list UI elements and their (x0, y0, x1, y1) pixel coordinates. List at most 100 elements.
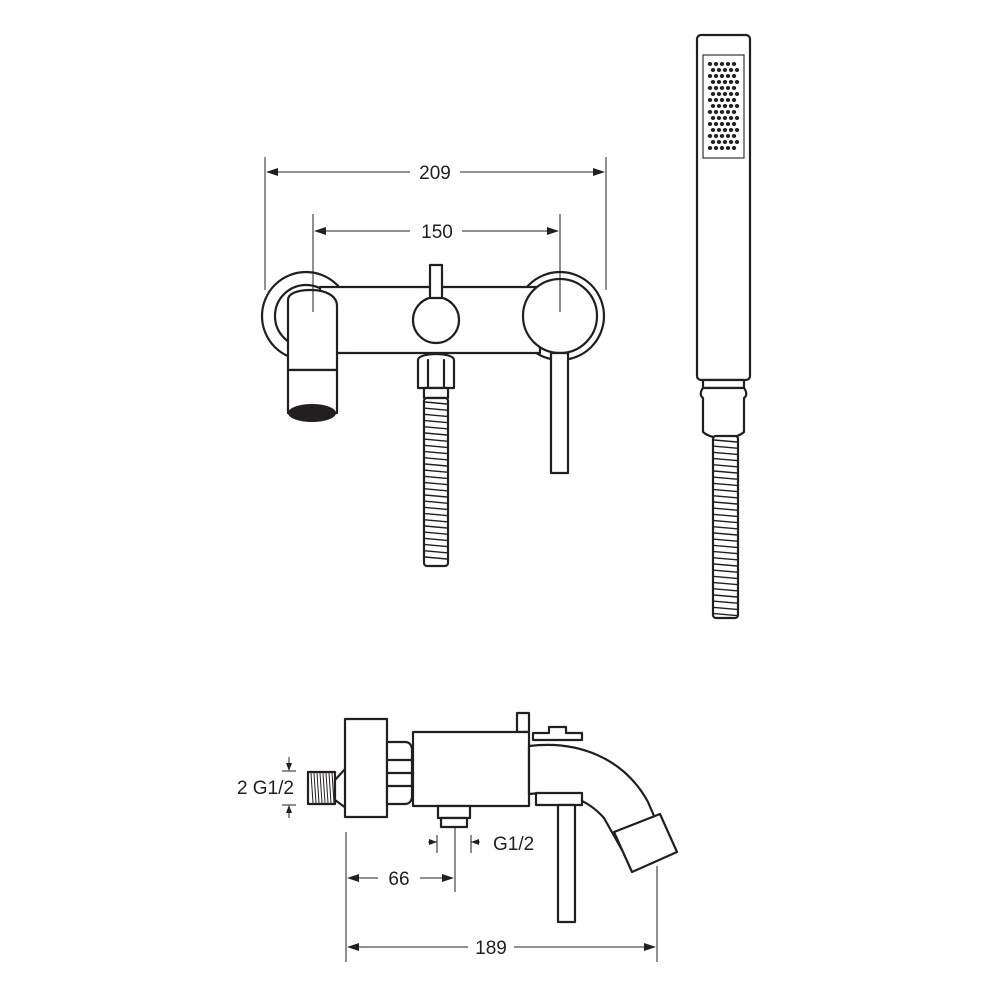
shower-nozzle (710, 104, 716, 108)
hose-nut (416, 352, 456, 390)
hose-rib (713, 600, 738, 604)
hose-rib (713, 439, 738, 443)
hose-rib (424, 444, 448, 449)
shower-nozzle (713, 74, 719, 78)
thread-line (313, 772, 317, 804)
side-diverter-pin (515, 711, 531, 734)
hose-rib (424, 550, 448, 554)
shower-nozzle (731, 110, 737, 114)
hose-rib (424, 488, 448, 492)
shower-nozzle (716, 104, 722, 108)
hose-rib (424, 500, 448, 504)
mixer-front-view (260, 263, 606, 568)
shower-nozzle (710, 140, 716, 144)
thread-lines (310, 772, 335, 804)
spout-tip-side (612, 812, 679, 874)
hose-rib (713, 538, 738, 542)
shower-nozzle (713, 98, 719, 102)
hose-rib (424, 537, 448, 542)
hose-rib (713, 507, 738, 511)
shower-nozzle (716, 140, 722, 144)
shower-nozzle (719, 86, 725, 90)
arrow (314, 227, 326, 235)
shower-nozzle (716, 80, 722, 84)
hose-rib (713, 544, 738, 549)
spout-outlet (288, 404, 336, 422)
shower-nozzle (734, 92, 740, 96)
shower-nozzle (725, 74, 731, 78)
shower-nozzle (731, 86, 737, 90)
dim-inlet-offset: 66 (388, 869, 409, 890)
shower-nozzle (722, 68, 728, 72)
shower-nozzle (719, 98, 725, 102)
spout-front (286, 288, 339, 372)
hose-rib (713, 488, 738, 493)
shower-nozzle (707, 122, 713, 126)
thread-line (310, 772, 314, 804)
hose-rib (424, 506, 448, 511)
shower-nozzle (722, 140, 728, 144)
hose-rib (713, 451, 738, 456)
shower-nozzle (713, 62, 719, 66)
arrow (644, 943, 656, 951)
hose-rib (424, 426, 448, 430)
shower-nozzle (734, 116, 740, 120)
shower-nozzle (722, 80, 728, 84)
hose-rib (424, 413, 448, 418)
thread-line (328, 772, 332, 804)
shower-nozzle (731, 74, 737, 78)
hose-rib (713, 476, 738, 480)
hose-rib (424, 494, 448, 498)
shower-hose-ribs (713, 439, 738, 617)
shower-nozzle (725, 134, 731, 138)
arrow (347, 874, 359, 882)
shower-nozzle (707, 110, 713, 114)
top-dimensions: 209 150 (264, 157, 607, 312)
dim-inlet-thread: 2 G1/2 (237, 778, 294, 799)
dim-outlet-thread: G1/2 (493, 834, 534, 855)
shower-nozzle (713, 110, 719, 114)
hose-rib (424, 531, 448, 535)
shower-nozzle (716, 92, 722, 96)
hose-rib (713, 526, 738, 530)
shower-nozzle (728, 68, 734, 72)
shower-nozzle (731, 62, 737, 66)
shower-nozzle (707, 86, 713, 90)
shower-nozzle (728, 104, 734, 108)
shower-nozzle (716, 116, 722, 120)
shower-nozzle (725, 62, 731, 66)
shower-nozzle (713, 146, 719, 150)
shower-nozzle (710, 116, 716, 120)
shower-nozzle (734, 68, 740, 72)
hose-rib (713, 445, 738, 449)
hose-rib (424, 450, 448, 455)
shower-nozzle (713, 86, 719, 90)
hose-rib (424, 438, 448, 442)
diverter-pin (428, 263, 444, 300)
hose-rib (713, 581, 738, 586)
shower-nozzle (719, 134, 725, 138)
lever-cap (534, 791, 584, 807)
shower-nozzle (728, 80, 734, 84)
arrow (286, 805, 292, 813)
dim-side-depth: 189 (475, 938, 507, 959)
thread-line (325, 772, 329, 804)
hose-rib (424, 463, 448, 467)
thread-line (322, 772, 326, 804)
cartridge-cap (531, 725, 584, 742)
dim-overall-width: 209 (419, 163, 451, 184)
side-dimensions: 2 G1/2 G1/2 66 189 (237, 757, 658, 962)
shower-nozzle (710, 92, 716, 96)
hose-rib (424, 457, 448, 461)
hose-collar (422, 386, 450, 400)
arrow (429, 839, 437, 845)
hose-rib (713, 594, 738, 598)
shower-nozzle (710, 80, 716, 84)
arrow (347, 943, 359, 951)
mixer-side-view (306, 711, 679, 924)
hose-rib (713, 563, 738, 567)
shower-nozzle (719, 110, 725, 114)
hose-rib (424, 407, 448, 411)
hose-rib (713, 501, 738, 505)
